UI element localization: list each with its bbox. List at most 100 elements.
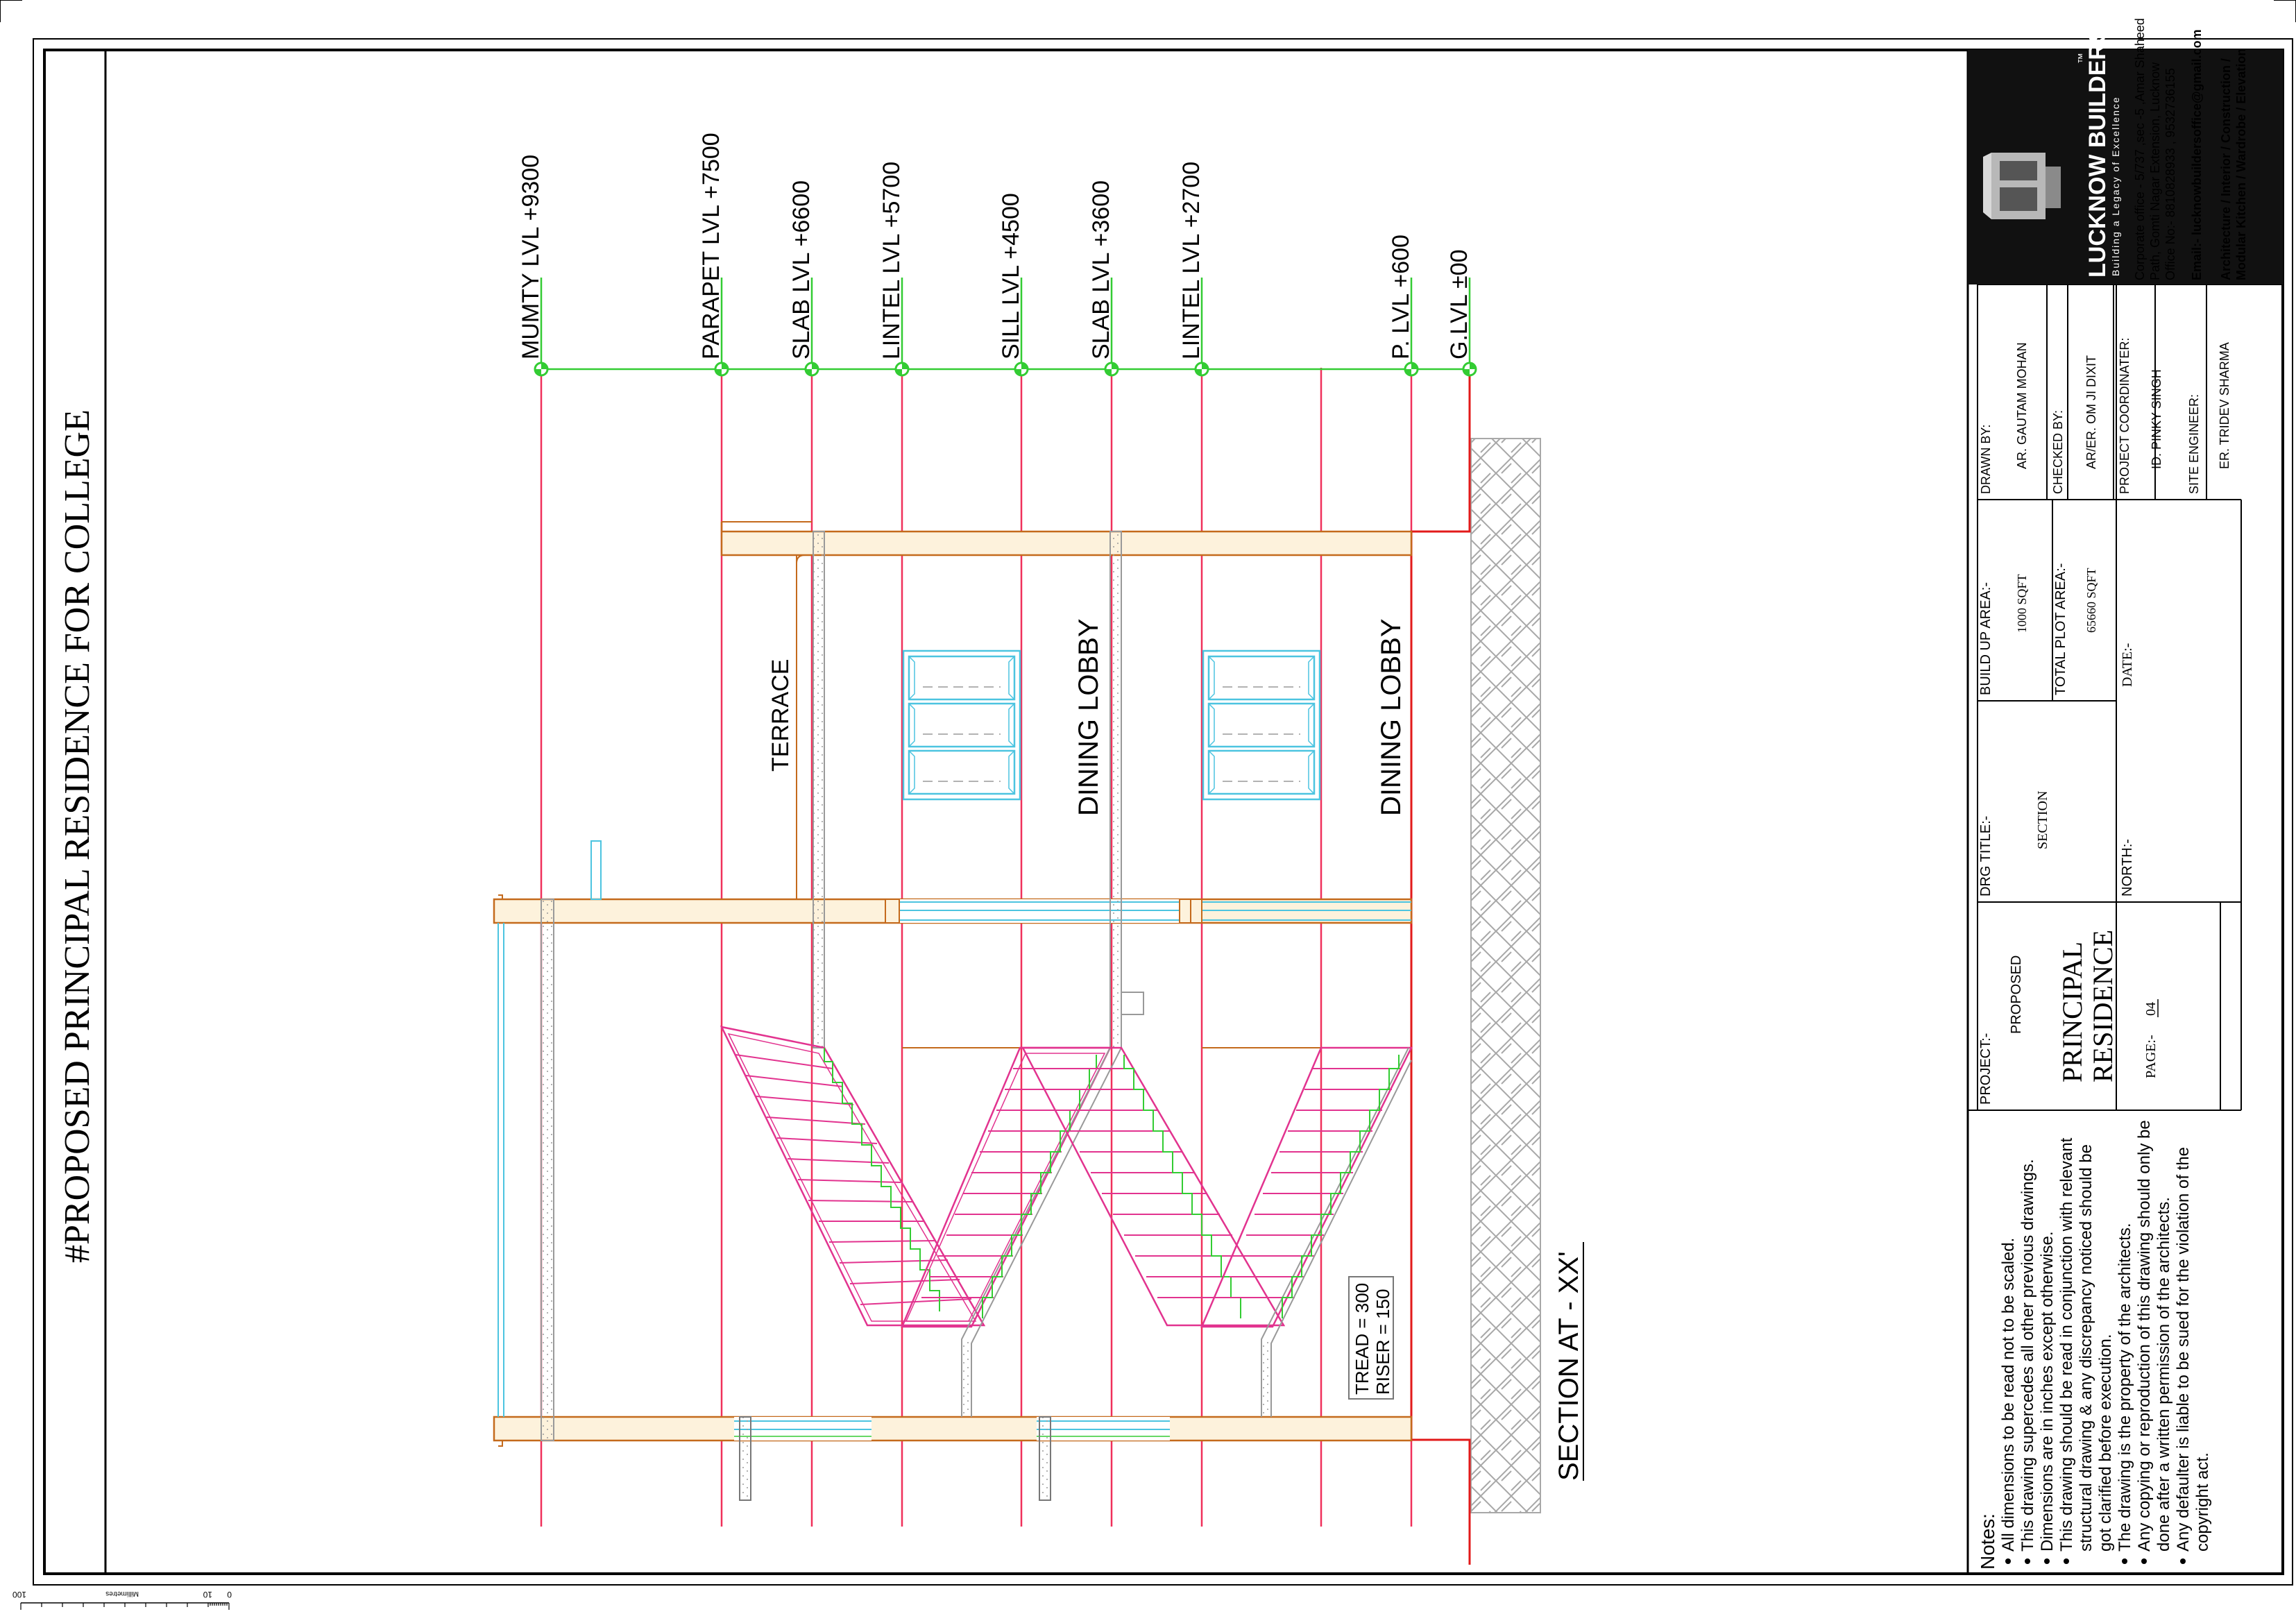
level-marker (894, 278, 910, 377)
level-label-mumty: MUMTY LVL +9300 (518, 155, 544, 359)
scale-label-start: 0 (227, 1590, 232, 1599)
checked-by-value: AR/ER. OM JI DIXIT (2084, 355, 2098, 469)
note-item: The drawing is the property of the archi… (2116, 1223, 2134, 1552)
column-cap (1121, 992, 1144, 1015)
terrace-slab-segment (885, 899, 900, 924)
level-label-parapet: PARAPET LVL +7500 (698, 133, 724, 359)
note-item: Any copying or reproduction of this draw… (2135, 1120, 2154, 1552)
level-label-slab-lower: SLAB LVL +3600 (1088, 180, 1114, 359)
section-title: SECTION AT - XX' (1554, 1251, 1584, 1481)
stair-upper (720, 1026, 1110, 1327)
room-label-dining-lower: DINING LOBBY (1376, 618, 1406, 816)
level-marker (714, 278, 729, 377)
notes-heading: Notes: (1977, 1513, 1998, 1570)
company-services-2: Modular Kitchen / Wardrobe / Elevation (2234, 49, 2248, 280)
level-marker (534, 278, 549, 377)
project-name-line-2: RESIDENCE (2087, 930, 2118, 1082)
ground-floor-glazing (734, 1420, 1170, 1430)
stair-upper-return (901, 1046, 1122, 1417)
title-block-text: PROJECT:- PROPOSED PRINCIPAL RESIDENCE P… (1978, 338, 2231, 1105)
terrace-slab-segment (1190, 899, 1202, 924)
level-label-plinth: P. LVL +600 (1388, 235, 1414, 359)
ground-floor-slab (493, 1416, 1413, 1442)
drawing-title: #PROPOSED PRINCIPAL RESIDENCE FOR COLLEG… (58, 409, 97, 1263)
sheet-border-inner (43, 49, 2284, 1575)
footing (739, 1416, 751, 1501)
riser-note: RISER = 150 (1372, 1289, 1393, 1395)
project-label: PROJECT:- (1978, 1033, 1993, 1105)
project-value: PROPOSED (2009, 955, 2024, 1034)
company-tagline: Building a Legacy of Excellence (2110, 96, 2121, 276)
note-item: done after a written permission of the a… (2154, 1197, 2173, 1552)
lower-column (1109, 531, 1122, 1048)
plot-area-value: 65660 SQFT (2084, 568, 2098, 633)
company-address-1: Corporate office - 5/737 ,sec -5 ,Amar S… (2133, 18, 2147, 280)
build-up-value: 1000 SQFT (2015, 574, 2029, 633)
roof-slab (720, 530, 1413, 556)
drawn-by-label: DRAWN BY: (1979, 425, 1993, 494)
company-trademark: ™ (2077, 53, 2089, 64)
level-label-ground: G.LVL ±00 (1446, 249, 1472, 359)
company-block: LUCKNOW BUILDERS ™ Building a Legacy of … (1968, 18, 2283, 284)
company-address-2: Path, Gomti Nagar Extension, Lucknow (2148, 62, 2162, 280)
level-label-lintel-upper: LINTEL LVL +5700 (878, 162, 905, 359)
window-upper (902, 649, 1021, 801)
company-name: LUCKNOW BUILDERS (2084, 27, 2111, 278)
terrace-slab-segment (1179, 899, 1191, 924)
company-email: Email:- lucknowbuildersoffice@gmail.com (2190, 29, 2204, 280)
site-engineer-label: SITE ENGINEER: (2187, 394, 2201, 494)
footing (1039, 1416, 1051, 1501)
note-item: This drawing should be read in conjuncti… (2057, 1137, 2076, 1552)
stair-note-box (1348, 1276, 1394, 1400)
note-item: copyright act. (2193, 1452, 2212, 1552)
vent-pipe (590, 840, 602, 900)
drg-title-value: SECTION (2035, 791, 2050, 849)
stair-waist-slab (962, 1339, 971, 1417)
note-item: Any defaulter is liable to be sued for t… (2174, 1147, 2193, 1552)
sheet-border-outer (33, 38, 2293, 1586)
checked-by-label: CHECKED BY: (2051, 410, 2065, 494)
level-labels: MUMTY LVL +9300 PARAPET LVL +7500 SLAB L… (518, 133, 1472, 359)
terrace-slab-end (494, 894, 503, 900)
site-engineer-value: ER. TRIDEV SHARMA (2218, 342, 2231, 469)
note-item: structural drawing & any discrepancy not… (2077, 1144, 2095, 1552)
terrace-parapet-curve (796, 554, 806, 564)
section-drawing: MUMTY LVL +9300 PARAPET LVL +7500 SLAB L… (493, 133, 1584, 1565)
drawn-by-value: AR. GAUTAM MOHAN (2015, 342, 2029, 469)
drg-title-label: DRG TITLE:- (1978, 816, 1993, 897)
note-item: All dimensions to be read not to be scal… (1999, 1238, 2018, 1552)
scale-label-ten: 10 (203, 1590, 212, 1599)
project-name-line-1: PRINCIPAL (2057, 942, 2088, 1082)
terrace-railing (885, 901, 1411, 921)
level-marker (1194, 278, 1209, 377)
stair-waist-slab (1261, 1339, 1271, 1417)
coordinator-value: ID. PINKY SINGH (2150, 369, 2163, 469)
stair-lower-return (1200, 1046, 1413, 1417)
level-marker (1104, 278, 1119, 377)
note-item: got clarified before execution. (2096, 1334, 2115, 1552)
tread-note: TREAD = 300 (1352, 1283, 1372, 1395)
window-lower (1202, 649, 1321, 801)
company-phone: Office No:- 8810828933 , 9532736155 (2163, 68, 2177, 280)
north-label: NORTH:- (2120, 839, 2135, 897)
ground-line (1410, 368, 1471, 1565)
company-logo-icon (1983, 153, 2061, 219)
level-label-slab-upper: SLAB LVL +6600 (788, 180, 815, 359)
level-label-lintel-lower: LINTEL LVL +2700 (1178, 162, 1205, 359)
room-label-terrace: TERRACE (767, 659, 794, 772)
level-label-sill: SILL LVL +4500 (998, 193, 1024, 359)
note-item: Dimensions are in inches except otherwis… (2038, 1231, 2057, 1552)
level-marker (1462, 278, 1477, 377)
level-marker (1404, 278, 1419, 377)
build-up-label: BUILD UP AREA:- (1978, 582, 1993, 695)
level-marker (804, 278, 819, 377)
level-markers (534, 278, 1477, 377)
notes-bullet-marks (2005, 1558, 2186, 1564)
scale-label-end: 100 (12, 1590, 26, 1599)
plot-area-label: TOTAL PLOT AREA:- (2053, 563, 2068, 695)
room-label-dining-upper: DINING LOBBY (1073, 618, 1104, 816)
scale-unit: Millimetres (105, 1590, 139, 1597)
page-label: PAGE:- (2143, 1035, 2159, 1078)
note-item: This drawing supercedes all other previo… (2018, 1159, 2037, 1552)
